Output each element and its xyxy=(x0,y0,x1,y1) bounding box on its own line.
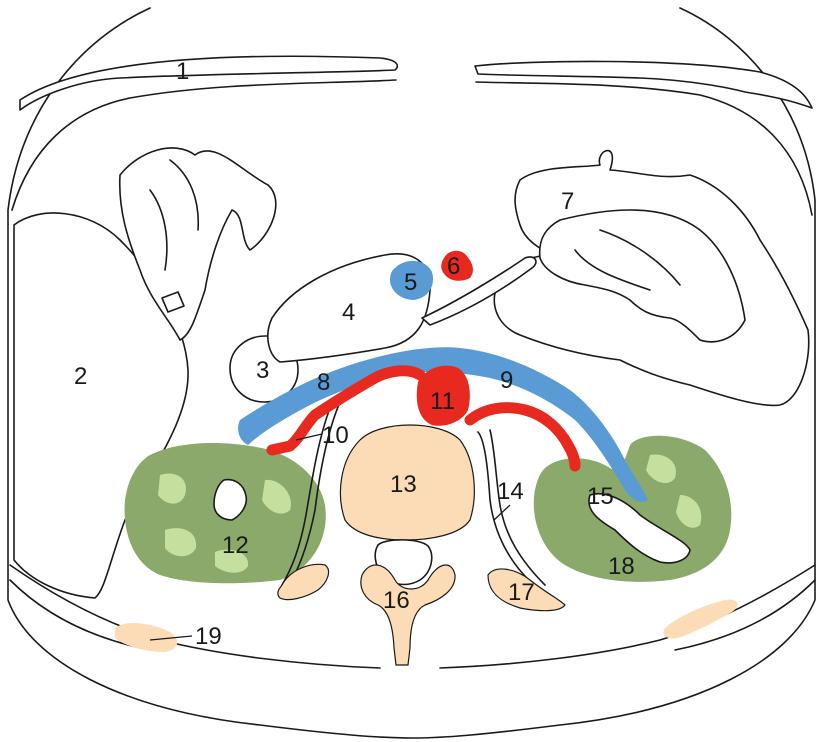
label-18: 18 xyxy=(608,553,635,580)
posterior-rib-left xyxy=(663,600,737,639)
label-9: 9 xyxy=(500,367,513,394)
label-19: 19 xyxy=(195,623,222,650)
psoas-left xyxy=(478,432,540,590)
posterior-rib-right xyxy=(115,623,177,652)
label-16: 16 xyxy=(383,587,410,614)
rectus-muscle-right xyxy=(475,61,812,108)
label-15: 15 xyxy=(587,483,614,510)
label-3: 3 xyxy=(256,357,269,384)
label-12: 12 xyxy=(222,532,249,559)
label-17: 17 xyxy=(508,579,535,606)
label-11: 11 xyxy=(430,388,455,415)
label-8: 8 xyxy=(317,369,330,396)
label-2: 2 xyxy=(74,363,87,390)
label-7: 7 xyxy=(561,188,574,215)
rectus-muscle-left xyxy=(20,56,397,110)
label-6: 6 xyxy=(447,253,460,280)
label-10: 10 xyxy=(322,422,349,449)
label-4: 4 xyxy=(342,299,355,326)
leader-14 xyxy=(494,505,510,520)
label-14: 14 xyxy=(497,478,524,505)
label-1: 1 xyxy=(176,58,189,85)
label-13: 13 xyxy=(390,471,417,498)
label-5: 5 xyxy=(404,269,417,296)
